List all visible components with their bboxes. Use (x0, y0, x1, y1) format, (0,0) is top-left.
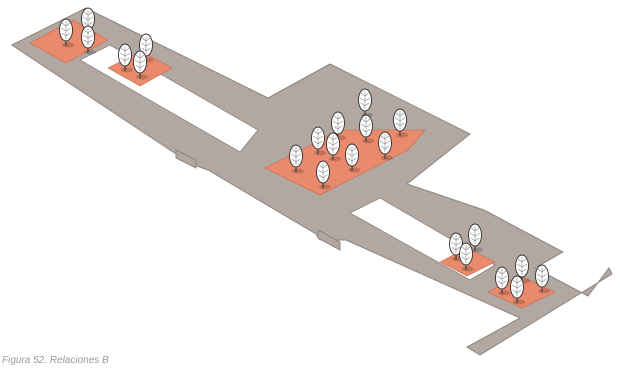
tree-icon (316, 160, 331, 190)
tree-icon (510, 275, 525, 305)
tree-icon (326, 132, 341, 162)
tree-icon (81, 25, 96, 55)
tree-icon (468, 223, 483, 253)
tree-icon (289, 144, 304, 174)
tree-group (59, 7, 550, 305)
tree-icon (311, 126, 326, 156)
tree-icon (495, 266, 510, 296)
step-middle (317, 229, 341, 251)
tree-icon (459, 242, 474, 272)
tree-icon (59, 18, 74, 48)
tree-icon (393, 108, 408, 138)
tree-icon (359, 114, 374, 144)
tree-icon (345, 143, 360, 173)
tree-icon (118, 43, 133, 73)
tree-icon (378, 131, 393, 161)
figure-caption: Figura 52. Relaciones B (2, 355, 109, 366)
step-left (175, 149, 197, 169)
tree-icon (133, 50, 148, 80)
tree-icon (535, 264, 550, 294)
